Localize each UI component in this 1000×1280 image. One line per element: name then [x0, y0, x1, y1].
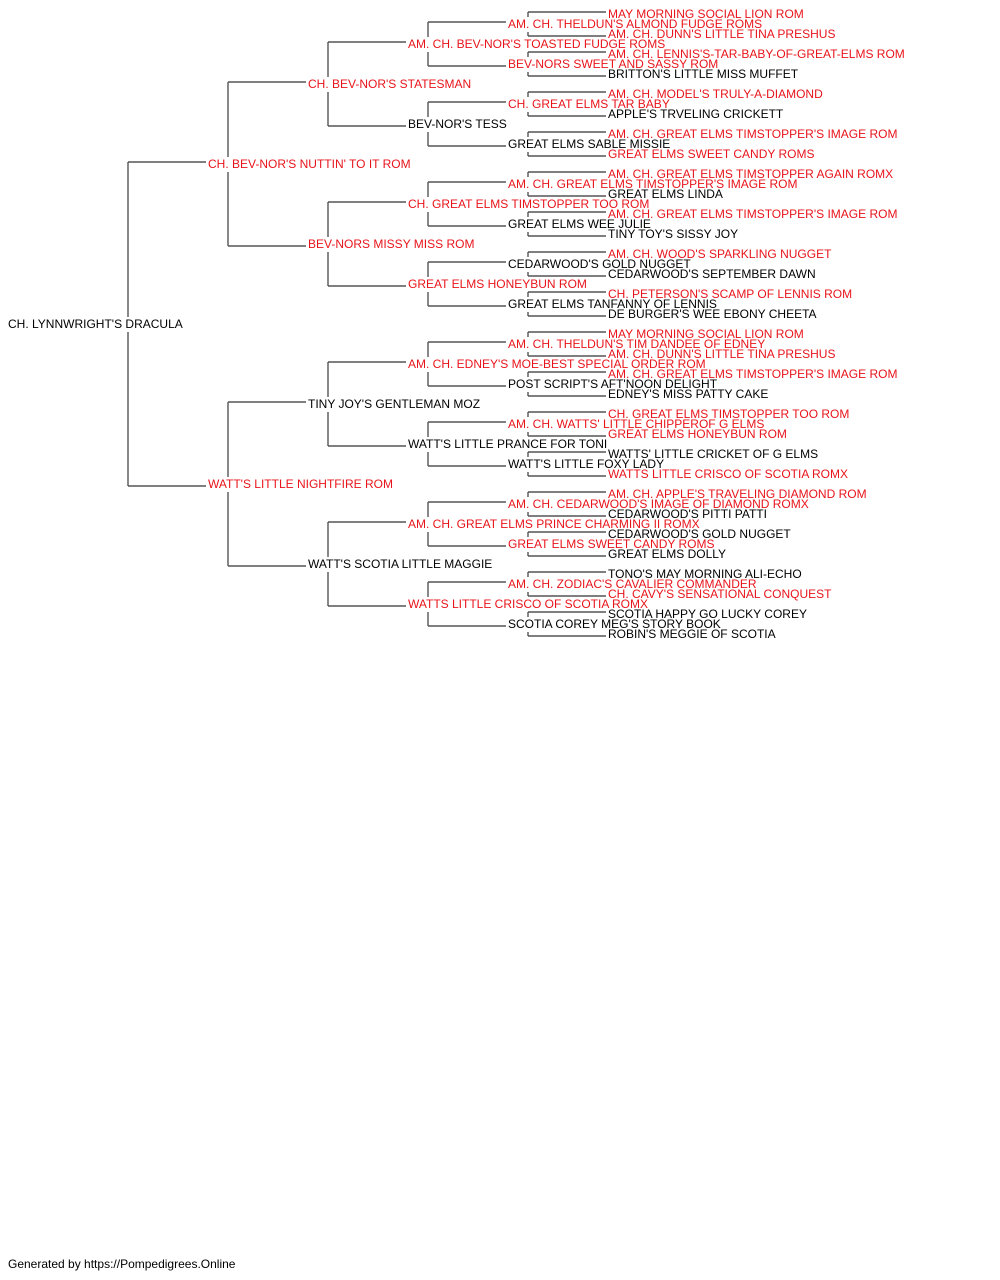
dog-name: CEDARWOOD'S SEPTEMBER DAWN	[608, 267, 816, 281]
dog-name: GREAT ELMS SWEET CANDY ROMS	[608, 147, 814, 161]
dog-name: DE BURGER'S WEE EBONY CHEETA	[608, 307, 817, 321]
dog-name: AM. CH. GREAT ELMS PRINCE CHARMING II RO…	[408, 517, 700, 531]
dog-name: BEV-NORS SWEET AND SASSY ROM	[508, 57, 718, 71]
dog-name: AM. CH. THELDUN'S ALMOND FUDGE ROMS	[508, 17, 762, 31]
dog-name: TINY TOY'S SISSY JOY	[608, 227, 738, 241]
dog-name: CH. GREAT ELMS TAR BABY	[508, 97, 670, 111]
dog-name: AM. CH. GREAT ELMS TIMSTOPPER'S IMAGE RO…	[608, 207, 897, 221]
dog-name: AM. CH. THELDUN'S TIM DANDEE OF EDNEY	[508, 337, 765, 351]
dog-name: MAY MORNING SOCIAL LION ROM	[608, 7, 804, 21]
dog-name: BRITTON'S LITTLE MISS MUFFET	[608, 67, 799, 81]
dog-name: BEV-NOR'S TESS	[408, 117, 507, 131]
dog-name: AM. CH. MODEL'S TRULY-A-DIAMOND	[608, 87, 823, 101]
dog-name: GREAT ELMS HONEYBUN ROM	[408, 277, 587, 291]
dog-name: GREAT ELMS TANFANNY OF LENNIS	[508, 297, 717, 311]
dog-name: WATT'S SCOTIA LITTLE MAGGIE	[308, 557, 492, 571]
footer-credit: Generated by https://Pompedigrees.Online	[8, 1257, 236, 1271]
dog-name: CH. PETERSON'S SCAMP OF LENNIS ROM	[608, 287, 852, 301]
dog-name: BEV-NORS MISSY MISS ROM	[308, 237, 474, 251]
dog-name: SCOTIA COREY MEG'S STORY BOOK	[508, 617, 721, 631]
dog-name: AM. CH. GREAT ELMS TIMSTOPPER'S IMAGE RO…	[608, 367, 897, 381]
dog-name: WATTS LITTLE CRISCO OF SCOTIA ROMX	[608, 467, 848, 481]
dog-name: SCOTIA HAPPY GO LUCKY COREY	[608, 607, 807, 621]
dog-name: AM. CH. WOOD'S SPARKLING NUGGET	[608, 247, 832, 261]
dog-name: CEDARWOOD'S GOLD NUGGET	[608, 527, 791, 541]
dog-name: CH. BEV-NOR'S STATESMAN	[308, 77, 471, 91]
dog-name: AM. CH. GREAT ELMS TIMSTOPPER'S IMAGE RO…	[508, 177, 797, 191]
dog-name: CH. LYNNWRIGHT'S DRACULA	[8, 317, 183, 331]
dog-name: CEDARWOOD'S GOLD NUGGET	[508, 257, 691, 271]
dog-name: AM. CH. EDNEY'S MOE-BEST SPECIAL ORDER R…	[408, 357, 706, 371]
dog-name: AM. CH. APPLE'S TRAVELING DIAMOND ROM	[608, 487, 867, 501]
dog-name: AM. CH. GREAT ELMS TIMSTOPPER AGAIN ROMX	[608, 167, 893, 181]
dog-name: AM. CH. DUNN'S LITTLE TINA PRESHUS	[608, 27, 835, 41]
dog-name: GREAT ELMS HONEYBUN ROM	[608, 427, 787, 441]
dog-name: CH. BEV-NOR'S NUTTIN' TO IT ROM	[208, 157, 411, 171]
dog-name: WATTS' LITTLE CRICKET OF G ELMS	[608, 447, 818, 461]
dog-name: AM. CH. WATTS' LITTLE CHIPPEROF G ELMS	[508, 417, 764, 431]
dog-name: GREAT ELMS DOLLY	[608, 547, 726, 561]
dog-name: CH. CAVY'S SENSATIONAL CONQUEST	[608, 587, 832, 601]
dog-name: WATT'S LITTLE PRANCE FOR TONI	[408, 437, 607, 451]
dog-name: POST SCRIPT'S AFT'NOON DELIGHT	[508, 377, 718, 391]
dog-name: WATT'S LITTLE FOXY LADY	[508, 457, 664, 471]
dog-name: AM. CH. BEV-NOR'S TOASTED FUDGE ROMS	[408, 37, 665, 51]
dog-name: GREAT ELMS SWEET CANDY ROMS	[508, 537, 714, 551]
dog-name: AM. CH. LENNIS'S-TAR-BABY-OF-GREAT-ELMS …	[608, 47, 905, 61]
dog-name: AM. CH. DUNN'S LITTLE TINA PRESHUS	[608, 347, 835, 361]
dog-name: TINY JOY'S GENTLEMAN MOZ	[308, 397, 480, 411]
dog-name: CH. GREAT ELMS TIMSTOPPER TOO ROM	[408, 197, 649, 211]
dog-name: EDNEY'S MISS PATTY CAKE	[608, 387, 768, 401]
dog-name: ROBIN'S MEGGIE OF SCOTIA	[608, 627, 776, 641]
dog-name: MAY MORNING SOCIAL LION ROM	[608, 327, 804, 341]
dog-name: APPLE'S TRVELING CRICKETT	[608, 107, 784, 121]
dog-name: CH. GREAT ELMS TIMSTOPPER TOO ROM	[608, 407, 849, 421]
dog-name: GREAT ELMS WEE JULIE	[508, 217, 651, 231]
dog-name: CEDARWOOD'S PITTI PATTI	[608, 507, 767, 521]
dog-name: WATT'S LITTLE NIGHTFIRE ROM	[208, 477, 393, 491]
dog-name: AM. CH. ZODIAC'S CAVALIER COMMANDER	[508, 577, 757, 591]
dog-name: GREAT ELMS LINDA	[608, 187, 723, 201]
dog-name: WATTS LITTLE CRISCO OF SCOTIA ROMX	[408, 597, 648, 611]
dog-name: AM. CH. GREAT ELMS TIMSTOPPER'S IMAGE RO…	[608, 127, 897, 141]
dog-name: TONO'S MAY MORNING ALI-ECHO	[608, 567, 802, 581]
dog-name: GREAT ELMS SABLE MISSIE	[508, 137, 670, 151]
dog-name: AM. CH. CEDARWOOD'S IMAGE OF DIAMOND ROM…	[508, 497, 809, 511]
